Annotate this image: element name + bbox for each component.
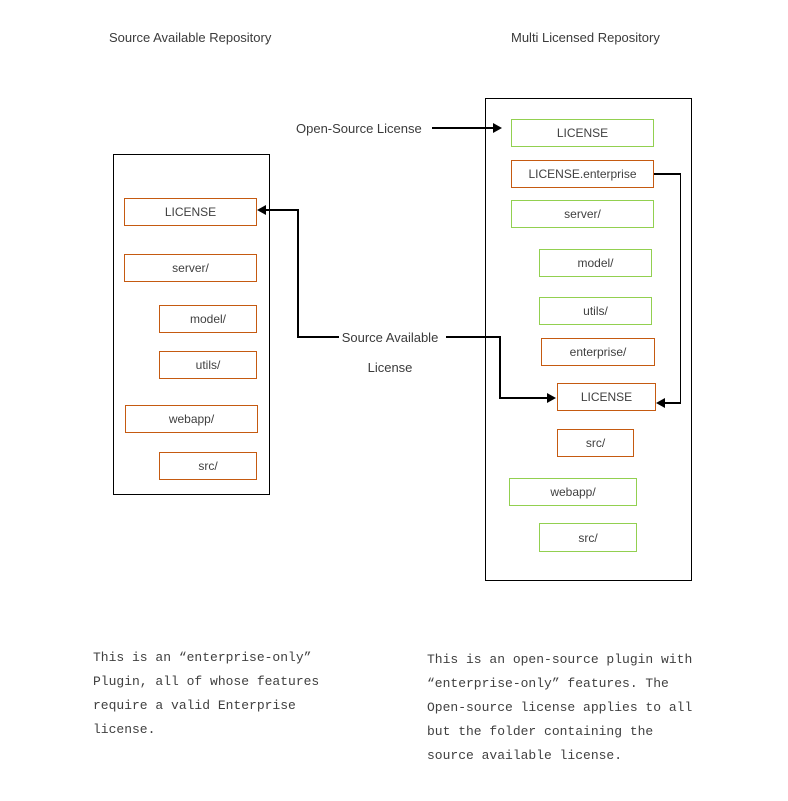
arrowhead-right-icon [547, 393, 556, 403]
file-box-license-enterprise: LICENSE.enterprise [511, 160, 654, 188]
license-enterprise-arrow-bottom-segment [664, 402, 681, 404]
folder-box-enterprise: enterprise/ [541, 338, 655, 366]
source-available-right-arrow-bottom-segment [499, 397, 548, 399]
source-available-left-arrow-bottom-segment [297, 336, 339, 338]
folder-box-utils-left: utils/ [159, 351, 257, 379]
file-box-license-source-available: LICENSE [557, 383, 656, 411]
license-enterprise-arrow-vertical-segment [679, 173, 681, 404]
left-repo-note: This is an “enter­prise-only” Plugin, al… [93, 650, 320, 737]
folder-box-server-right: server/ [511, 200, 654, 228]
source-available-right-arrow-vertical-segment [499, 336, 501, 398]
folder-box-utils-right: utils/ [539, 297, 652, 325]
left-repo-title: Source Available Repository [109, 30, 272, 45]
license-enterprise-arrow-top-segment [654, 173, 681, 175]
file-box-license-open: LICENSE [511, 119, 654, 147]
arrowhead-left-icon [257, 205, 266, 215]
open-source-arrow-line [432, 127, 494, 129]
arrowhead-left-icon [656, 398, 665, 408]
folder-box-webapp-left: webapp/ [125, 405, 258, 433]
folder-box-src-left: src/ [159, 452, 257, 480]
source-available-right-arrow-top-segment [446, 336, 500, 338]
right-repo-title: Multi Licensed Repository [511, 30, 660, 45]
arrowhead-right-icon [493, 123, 502, 133]
folder-box-webapp-right: webapp/ [509, 478, 637, 506]
source-available-left-arrow-top-segment [266, 209, 298, 211]
folder-box-src-right: src/ [539, 523, 637, 552]
source-available-license-label-line2: License [367, 360, 413, 375]
folder-box-server-left: server/ [124, 254, 257, 282]
open-source-license-label: Open-Source License [296, 121, 422, 136]
right-repo-note: This is an open-source plugin with “ente… [427, 652, 693, 763]
file-box-license-left: LICENSE [124, 198, 257, 226]
folder-box-model-left: model/ [159, 305, 257, 333]
source-available-license-label-line1: Source Available [341, 330, 439, 345]
source-available-left-arrow-vertical-segment [297, 209, 299, 338]
folder-box-model-right: model/ [539, 249, 652, 277]
folder-box-src-enterprise: src/ [557, 429, 634, 457]
